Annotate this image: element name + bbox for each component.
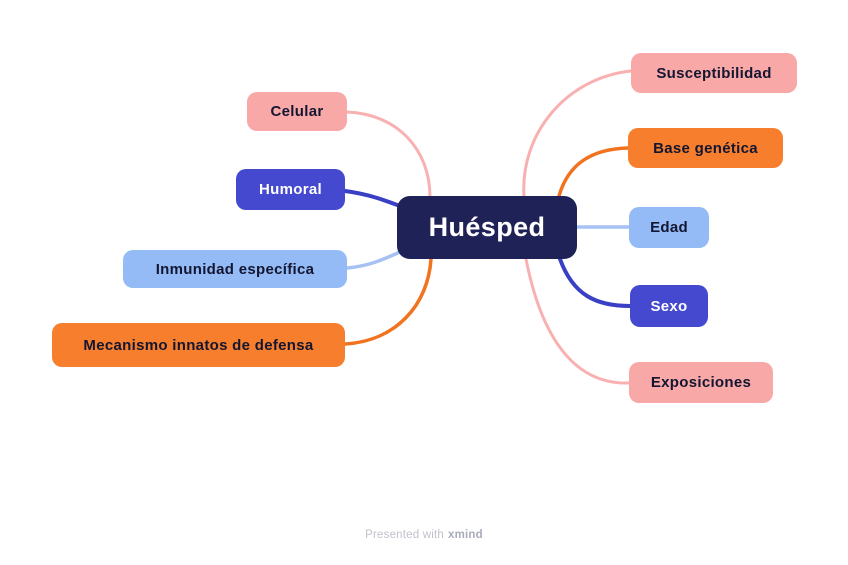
- connector-humoral: [343, 189, 402, 208]
- topic-inmunidad-especifica[interactable]: Inmunidad específica: [123, 250, 347, 288]
- watermark: Presented with xmind: [0, 529, 848, 541]
- watermark-text: Presented with: [365, 529, 444, 541]
- topic-celular[interactable]: Celular: [247, 92, 347, 131]
- topic-sexo[interactable]: Sexo: [630, 285, 708, 327]
- topic-edad[interactable]: Edad: [629, 207, 709, 248]
- topic-susceptibilidad[interactable]: Susceptibilidad: [631, 53, 797, 93]
- connector-base-genetica: [557, 146, 630, 198]
- connector-susceptibilidad: [522, 69, 633, 198]
- connector-sexo: [558, 257, 632, 308]
- topic-base-genetica[interactable]: Base genética: [628, 128, 783, 168]
- root-topic-huesped[interactable]: Huésped: [397, 196, 577, 259]
- topic-exposiciones[interactable]: Exposiciones: [629, 362, 773, 403]
- watermark-brand-xmind: xmind: [448, 529, 483, 541]
- topic-humoral[interactable]: Humoral: [236, 169, 345, 210]
- topic-mecanismo-innatos-de-defensa[interactable]: Mecanismo innatos de defensa: [52, 323, 345, 367]
- connector-mecanismo-innatos-de-defensa: [343, 257, 433, 346]
- connector-exposiciones: [524, 257, 631, 385]
- connector-inmunidad-especifica: [345, 250, 402, 270]
- connector-celular: [345, 110, 432, 199]
